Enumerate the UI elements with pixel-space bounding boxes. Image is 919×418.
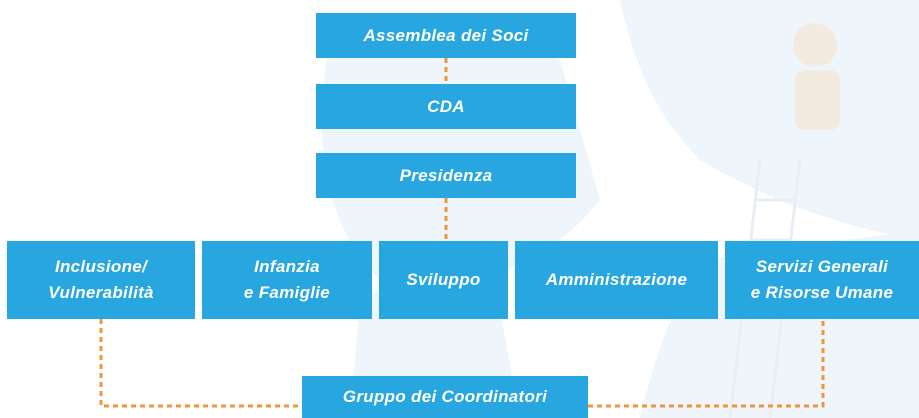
presidenza-label: Presidenza: [399, 165, 493, 185]
presidenza-box: Presidenza: [316, 153, 576, 198]
connector-inclusione-coordinatori: [99, 319, 302, 408]
department-servizi-line-1: Servizi Generali: [755, 257, 889, 276]
department-sviluppo-label: Sviluppo: [406, 270, 481, 289]
cda-box: CDA: [316, 84, 576, 129]
cda-label: CDA: [427, 96, 465, 116]
department-infanzia-line-1: Infanzia: [254, 257, 320, 276]
department-inclusione-line-1: Inclusione/: [54, 257, 148, 276]
department-servizi-line-2: e Risorse Umane: [750, 283, 894, 302]
gruppo-coordinatori-box: Gruppo dei Coordinatori: [302, 376, 588, 418]
assemblea-dei-soci-label: Assemblea dei Soci: [363, 25, 529, 45]
department-sviluppo-box: Sviluppo: [379, 241, 508, 319]
department-inclusione-line-2: Vulnerabilità: [48, 283, 154, 302]
department-amministrazione-label: Amministrazione: [545, 270, 688, 289]
department-amministrazione-box: Amministrazione: [515, 241, 718, 319]
connector-servizi-coordinatori: [588, 319, 825, 408]
assemblea-dei-soci-box: Assemblea dei Soci: [316, 13, 576, 58]
department-infanzia-line-2: e Famiglie: [243, 283, 331, 302]
department-infanzia-box: Infanzia e Famiglie: [202, 241, 372, 319]
gruppo-coordinatori-label: Gruppo dei Coordinatori: [342, 387, 548, 406]
department-servizi-box: Servizi Generali e Risorse Umane: [725, 241, 919, 319]
department-inclusione-box: Inclusione/ Vulnerabilità: [7, 241, 195, 319]
